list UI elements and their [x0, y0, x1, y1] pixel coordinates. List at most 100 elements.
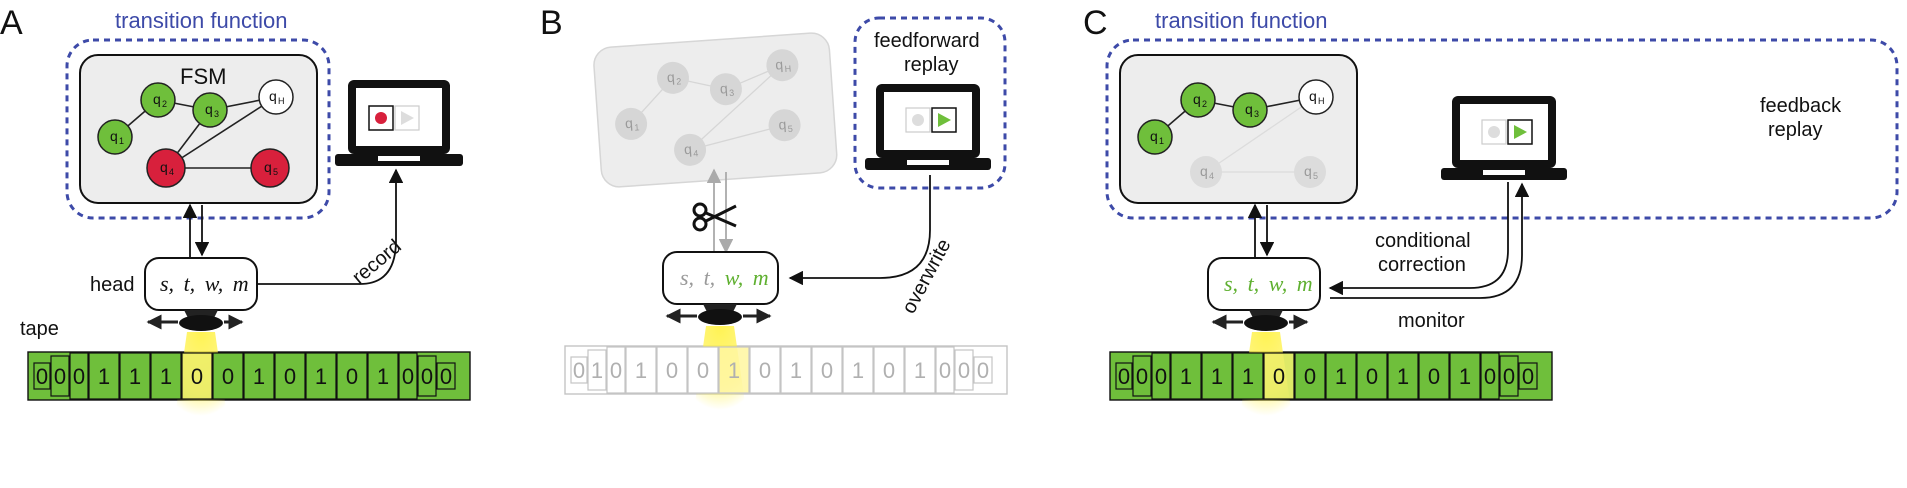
tape-cell	[181, 352, 213, 400]
tape-cell	[336, 352, 368, 400]
record-icon	[912, 114, 924, 126]
tape-digit: 0	[73, 364, 85, 389]
tape-cell	[1115, 362, 1133, 390]
tape-cell	[625, 346, 657, 394]
fsm-graph: q 1 q 2 q 3 q H q 4	[97, 79, 294, 188]
state-q4: q 4	[146, 148, 186, 188]
monitor-arrow	[1330, 182, 1530, 299]
tape-cell	[1449, 352, 1481, 400]
tape-cell	[33, 362, 51, 390]
svg-text:3: 3	[729, 88, 735, 98]
tape-digit: 0	[977, 358, 989, 383]
tape-digit: 1	[914, 358, 926, 383]
tape-digit: 1	[253, 364, 265, 389]
svg-text:q: q	[1150, 128, 1158, 144]
tape-cell	[243, 352, 275, 400]
feedback-title-line2: replay	[1768, 119, 1822, 141]
play-icon	[1514, 125, 1527, 139]
panel-letter-a: A	[0, 4, 23, 42]
record-button[interactable]	[905, 107, 931, 133]
record-icon	[1488, 126, 1500, 138]
tape-digit: 0	[1428, 364, 1440, 389]
record-icon	[375, 112, 387, 124]
tape-cell	[417, 355, 437, 397]
scissors-icon	[692, 202, 737, 232]
svg-text:H: H	[1318, 96, 1325, 106]
tape-digit: 0	[610, 358, 622, 383]
tape-cell	[1356, 352, 1388, 400]
transition-function-outline	[65, 38, 331, 220]
read-head-nozzle	[146, 310, 244, 331]
tape-digit: 0	[284, 364, 296, 389]
tape-cell	[656, 346, 688, 394]
tape-digit: 0	[1366, 364, 1378, 389]
tape-cell	[973, 356, 993, 384]
svg-text:5: 5	[788, 124, 794, 134]
record-arrow	[257, 168, 404, 285]
transition-function-outline	[1105, 38, 1899, 220]
tape-cell	[1201, 352, 1233, 400]
transition-function-label: transition function	[1155, 8, 1327, 33]
svg-text:1: 1	[1159, 136, 1164, 146]
tape-cell	[1480, 352, 1500, 400]
svg-text:3: 3	[1254, 109, 1259, 119]
svg-text:q: q	[205, 101, 213, 117]
conditional-correction-line1: conditional	[1375, 230, 1471, 252]
feedforward-replay-outline	[853, 16, 1007, 190]
svg-text:3: 3	[214, 109, 219, 119]
svg-text:1: 1	[634, 122, 640, 132]
tape-cell	[1132, 355, 1152, 397]
svg-text:q: q	[1245, 101, 1253, 117]
head-vars: s, t, w, m	[1224, 271, 1313, 296]
tape-digit: 0	[939, 358, 951, 383]
tape-digit: 0	[1136, 364, 1148, 389]
tape-digit: 0	[1155, 364, 1167, 389]
panel-letter-b: B	[540, 4, 563, 42]
state-qH: q H	[258, 79, 294, 115]
tape-digit: 0	[958, 358, 970, 383]
tape-digit: 1	[1335, 364, 1347, 389]
tape-label: tape	[20, 318, 59, 340]
svg-text:q: q	[666, 69, 675, 86]
tape-cell	[1294, 352, 1326, 400]
svg-text:4: 4	[169, 167, 174, 177]
play-icon	[938, 113, 951, 127]
tape-digit: 0	[1522, 364, 1534, 389]
tape-cell	[606, 346, 626, 394]
head-label: head	[90, 274, 135, 296]
tape-cell	[570, 356, 588, 384]
tape-digit: 0	[759, 358, 771, 383]
tape-digit: 1	[129, 364, 141, 389]
record-button[interactable]	[1481, 119, 1507, 145]
svg-text:4: 4	[1209, 171, 1214, 181]
tape-cell	[305, 352, 337, 400]
overwrite-label: overwrite	[898, 235, 956, 317]
tape-digit: 1	[591, 358, 603, 383]
tape-digit: 0	[1273, 364, 1285, 389]
tape-cell	[274, 352, 306, 400]
tape-cell	[119, 352, 151, 400]
tape-cell	[718, 346, 750, 394]
tape-cell	[212, 352, 244, 400]
svg-text:q: q	[775, 56, 784, 73]
tape-cell	[1387, 352, 1419, 400]
tape-digit: 0	[883, 358, 895, 383]
svg-text:2: 2	[1202, 99, 1207, 109]
tape-cell	[904, 346, 936, 394]
laptop-icon	[865, 84, 991, 170]
tape-cell	[587, 349, 607, 391]
tape-digit: 1	[315, 364, 327, 389]
transition-function-label: transition function	[115, 8, 287, 33]
tape-cell	[1170, 352, 1202, 400]
svg-text:H: H	[278, 96, 285, 106]
feedforward-title-line1: feedforward	[874, 30, 980, 52]
conditional-correction-line2: correction	[1378, 254, 1466, 276]
tape-digit: 0	[1484, 364, 1496, 389]
state-q5: q 5	[250, 148, 290, 188]
tape-digit: 0	[1304, 364, 1316, 389]
